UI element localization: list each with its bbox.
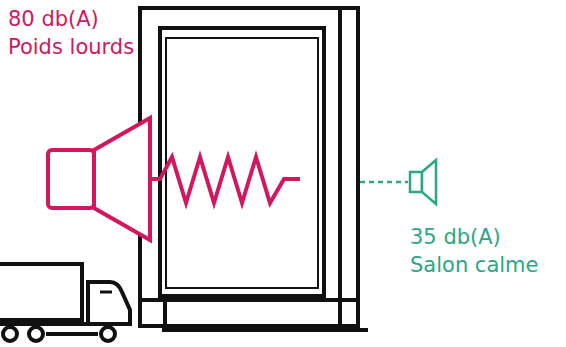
- level-label: 80 db(A): [8, 6, 99, 32]
- quiet-speaker: [360, 160, 436, 204]
- truck-icon: [0, 264, 130, 341]
- source-label: Salon calme: [410, 252, 539, 278]
- window-frame: [140, 8, 368, 330]
- source-label: Poids lourds: [8, 34, 134, 60]
- level-label: 35 db(A): [410, 224, 501, 250]
- loud-speaker: [48, 118, 300, 240]
